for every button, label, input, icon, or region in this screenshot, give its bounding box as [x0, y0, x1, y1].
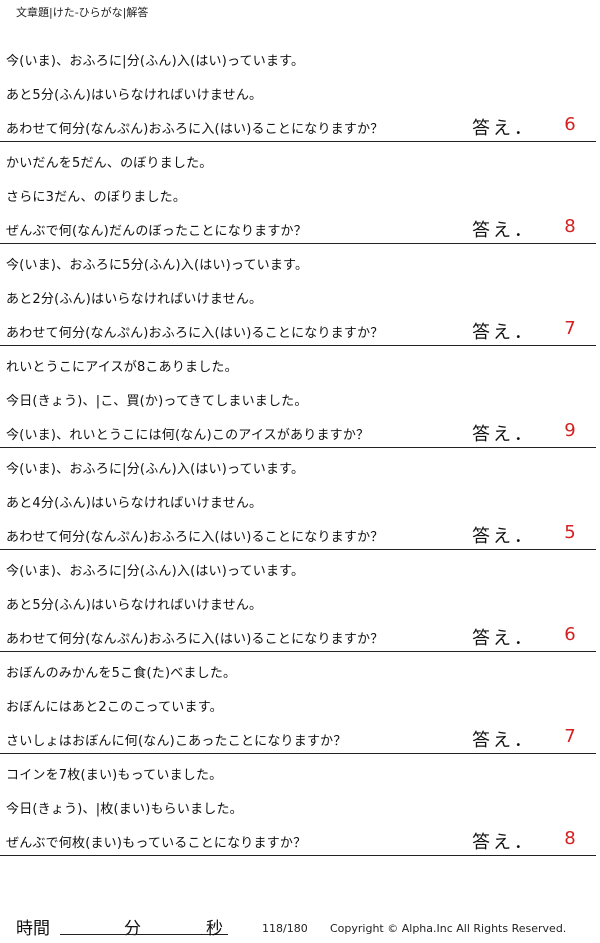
worksheet-footer: 時間 分 秒 118/180 Copyright © Alpha.Inc All…	[0, 912, 600, 942]
page-number: 118/180	[262, 922, 308, 935]
problem-7: おぼんのみかんを5こ食(た)べました。 おぼんにはあと2このこっています。 さい…	[0, 652, 596, 754]
answer-value: 7	[564, 726, 576, 747]
problem-3: 今(いま)、おふろに5分(ふん)入(はい)っています。 あと2分(ふん)はいらな…	[0, 244, 596, 346]
answer-label: 答え．	[472, 322, 535, 343]
problem-5: 今(いま)、おふろに|分(ふん)入(はい)っています。 あと4分(ふん)はいらな…	[0, 448, 596, 550]
problem-line: あと5分(ふん)はいらなければいけません。	[6, 88, 263, 103]
answer-value: 8	[564, 828, 576, 849]
problem-line: あと5分(ふん)はいらなければいけません。	[6, 598, 263, 613]
problem-line: あと2分(ふん)はいらなければいけません。	[6, 292, 263, 307]
problem-line: れいとうこにアイスが8こありました。	[6, 360, 238, 375]
problem-question: ぜんぶで何(なん)だんのぼったことになりますか？	[6, 224, 307, 239]
problem-question: 今(いま)、れいとうこには何(なん)このアイスがありますか？	[6, 428, 370, 443]
answer-value: 6	[564, 624, 576, 645]
time-label: 時間	[16, 919, 50, 939]
problem-line: おぼんのみかんを5こ食(た)べました。	[6, 666, 237, 681]
copyright-notice: Copyright © Alpha.Inc All Rights Reserve…	[330, 922, 567, 935]
answer-label: 答え．	[472, 526, 535, 547]
minutes-blank	[60, 934, 124, 935]
problem-list: 今(いま)、おふろに|分(ふん)入(はい)っています。 あと5分(ふん)はいらな…	[0, 40, 600, 856]
answer-value: 6	[564, 114, 576, 135]
problem-question: あわせて何分(なんぷん)おふろに入(はい)ることになりますか？	[6, 632, 384, 647]
answer-value: 7	[564, 318, 576, 339]
problem-line: あと4分(ふん)はいらなければいけません。	[6, 496, 263, 511]
answer-label: 答え．	[472, 424, 535, 445]
answer-value: 8	[564, 216, 576, 237]
answer-value: 5	[564, 522, 576, 543]
problem-line: 今日(きょう)、|こ、買(か)ってきてしまいました。	[6, 394, 308, 409]
answer-label: 答え．	[472, 118, 535, 139]
problem-question: ぜんぶで何枚(まい)もっていることになりますか？	[6, 836, 307, 851]
problem-question: あわせて何分(なんぷん)おふろに入(はい)ることになりますか？	[6, 122, 384, 137]
minutes-label: 分	[124, 919, 141, 939]
problem-question: あわせて何分(なんぷん)おふろに入(はい)ることになりますか？	[6, 326, 384, 341]
answer-label: 答え．	[472, 628, 535, 649]
problem-line: コインを7枚(まい)もっていました。	[6, 768, 223, 783]
problem-line: 今日(きょう)、|枚(まい)もらいました。	[6, 802, 243, 817]
seconds-blank	[124, 934, 228, 935]
problem-1: 今(いま)、おふろに|分(ふん)入(はい)っています。 あと5分(ふん)はいらな…	[0, 40, 596, 142]
problem-line: 今(いま)、おふろに|分(ふん)入(はい)っています。	[6, 564, 305, 579]
problem-question: あわせて何分(なんぷん)おふろに入(はい)ることになりますか？	[6, 530, 384, 545]
problem-line: おぼんにはあと2このこっています。	[6, 700, 223, 715]
answer-value: 9	[564, 420, 576, 441]
problem-2: かいだんを5だん、のぼりました。 さらに3だん、のぼりました。 ぜんぶで何(なん…	[0, 142, 596, 244]
problem-line: 今(いま)、おふろに|分(ふん)入(はい)っています。	[6, 54, 305, 69]
worksheet-title: 文章題|けた-ひらがな|解答	[16, 6, 149, 19]
answer-label: 答え．	[472, 220, 535, 241]
seconds-label: 秒	[206, 919, 223, 939]
problem-line: 今(いま)、おふろに|分(ふん)入(はい)っています。	[6, 462, 305, 477]
problem-line: 今(いま)、おふろに5分(ふん)入(はい)っています。	[6, 258, 309, 273]
answer-label: 答え．	[472, 832, 535, 853]
problem-8: コインを7枚(まい)もっていました。 今日(きょう)、|枚(まい)もらいました。…	[0, 754, 596, 856]
problem-line: かいだんを5だん、のぼりました。	[6, 156, 213, 171]
answer-label: 答え．	[472, 730, 535, 751]
problem-4: れいとうこにアイスが8こありました。 今日(きょう)、|こ、買(か)ってきてしま…	[0, 346, 596, 448]
problem-question: さいしょはおぼんに何(なん)こあったことになりますか？	[6, 734, 347, 749]
problem-6: 今(いま)、おふろに|分(ふん)入(はい)っています。 あと5分(ふん)はいらな…	[0, 550, 596, 652]
problem-line: さらに3だん、のぼりました。	[6, 190, 187, 205]
